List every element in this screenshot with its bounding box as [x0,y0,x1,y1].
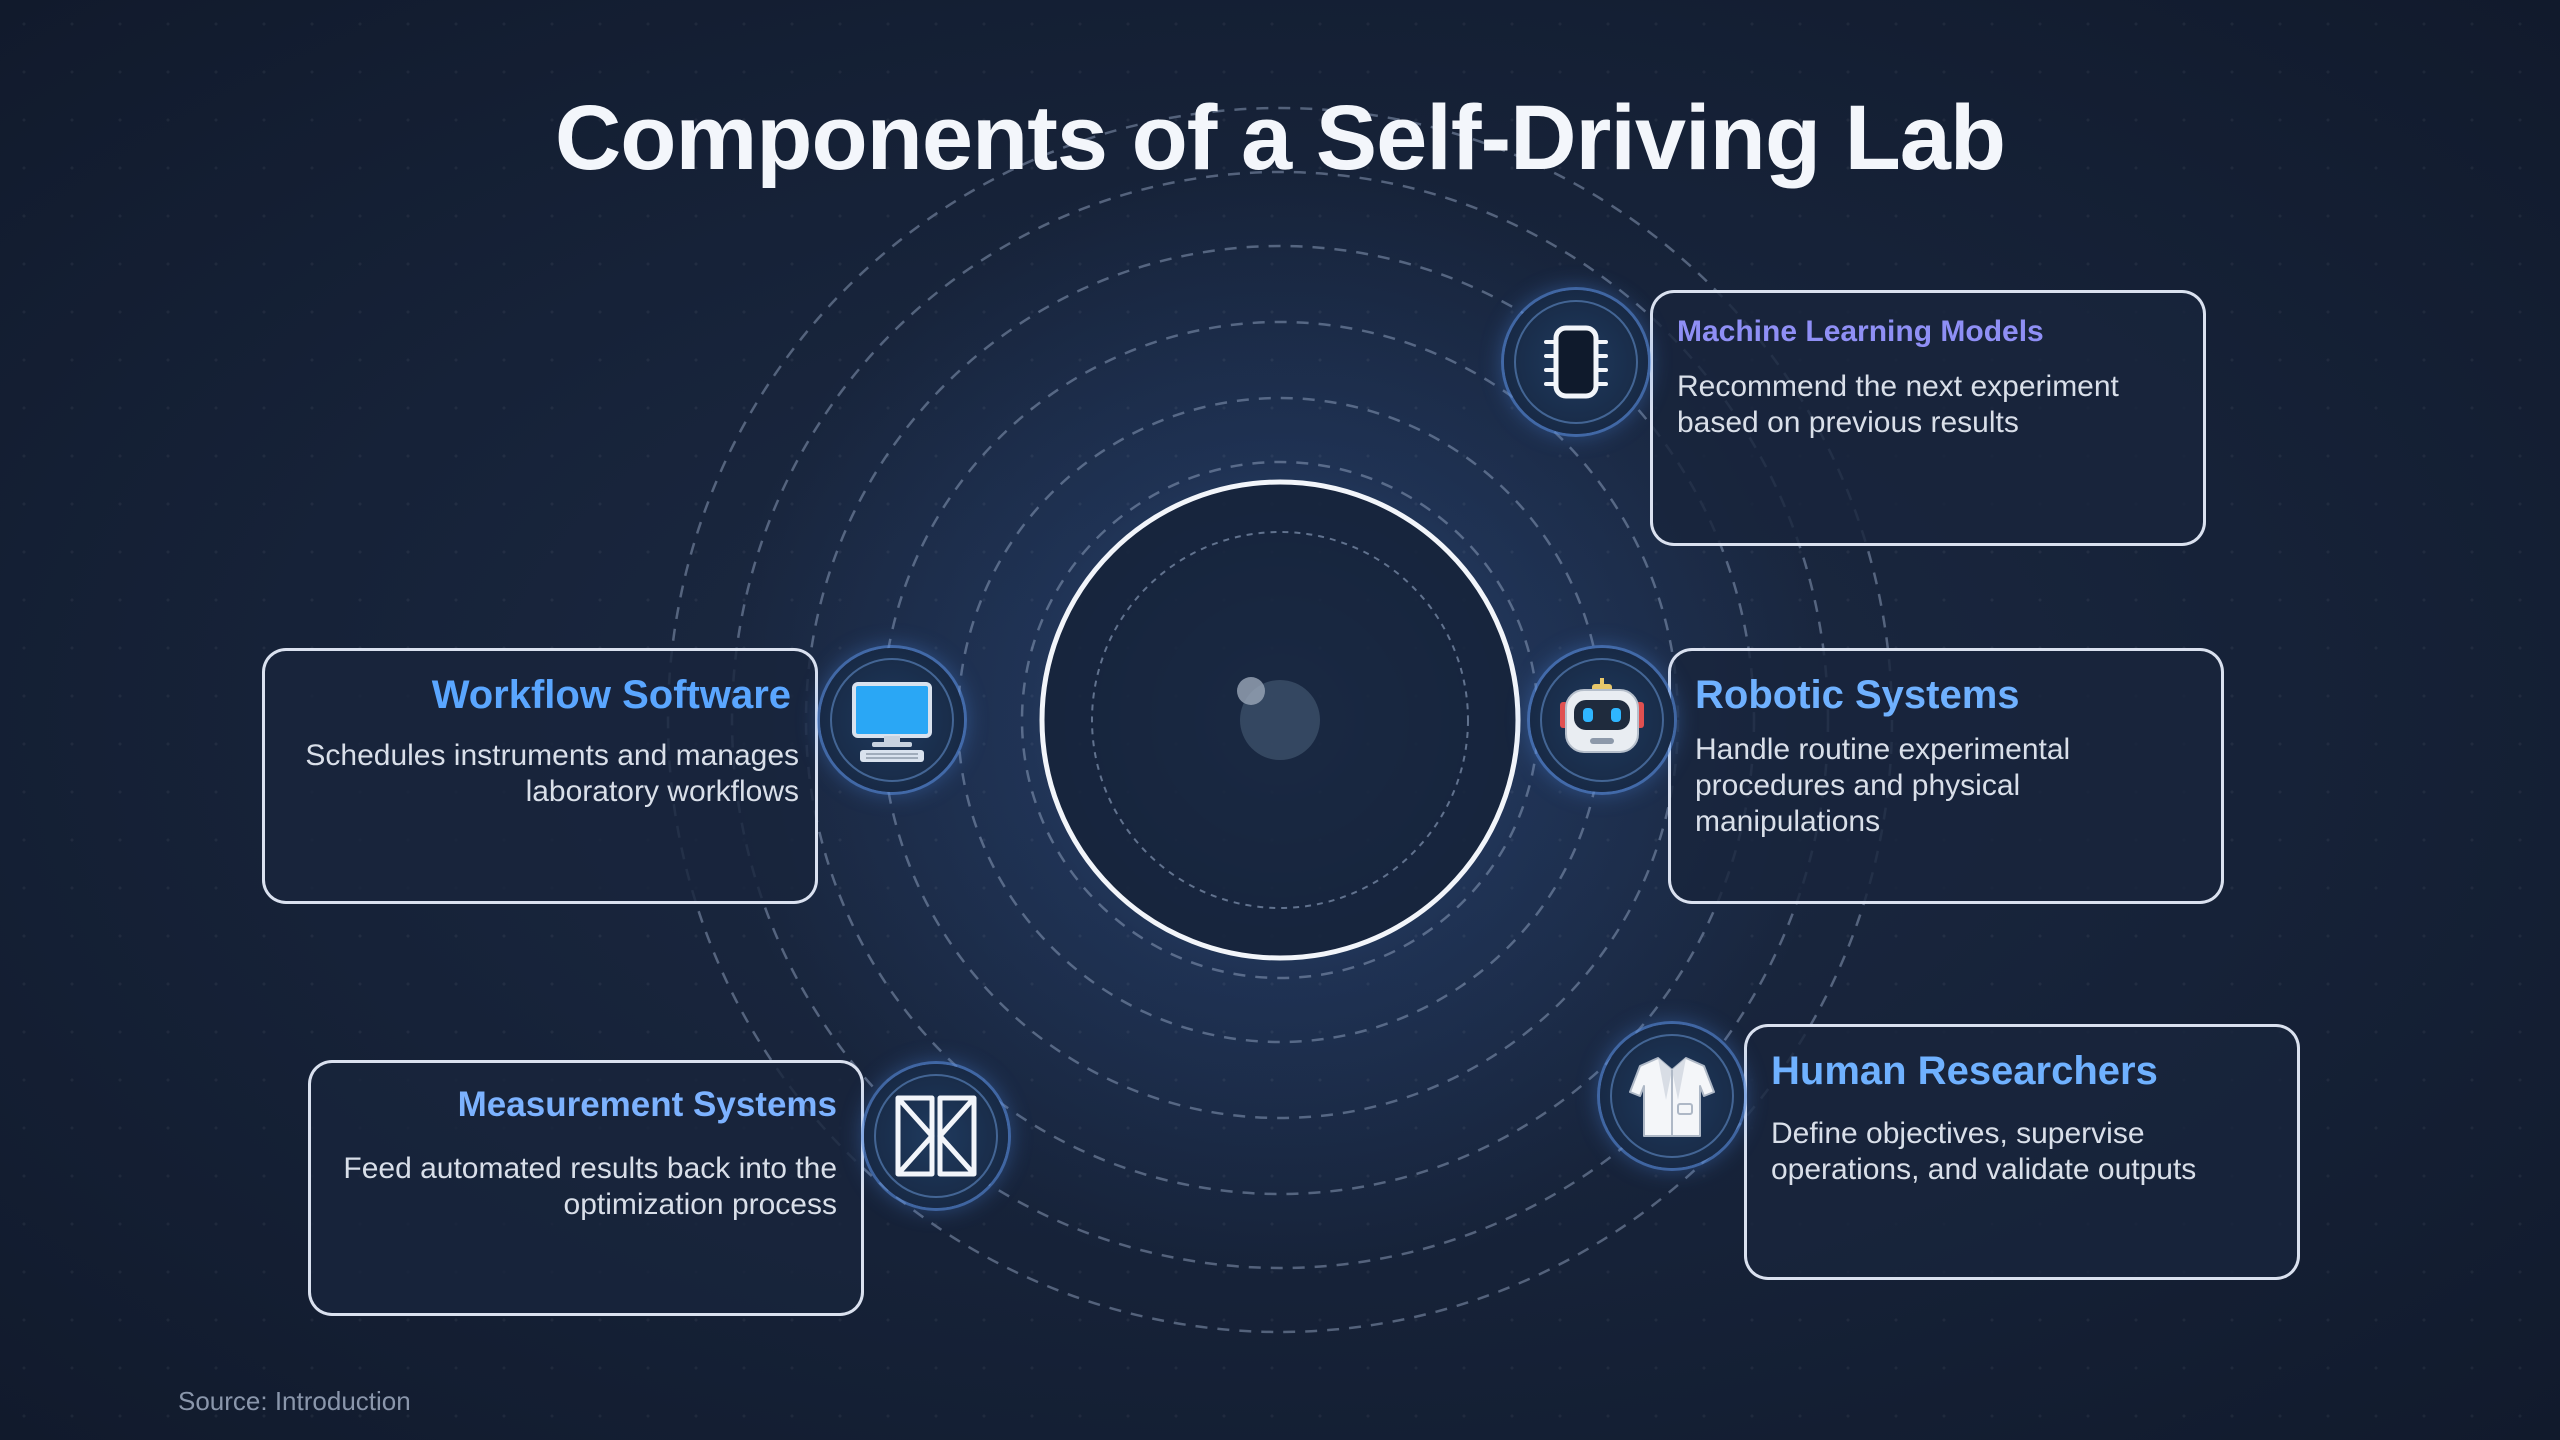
component-badge-robotic [1530,648,1674,792]
component-title: Workflow Software [431,673,791,717]
component-description: Recommend the next experiment based on p… [1677,370,2119,439]
component-badge-measurement [864,1064,1008,1208]
component-description: Schedules instruments and manages labora… [305,739,799,808]
lab-coat-icon [1629,1057,1715,1137]
chip-icon [1544,325,1608,399]
component-title: Human Researchers [1771,1049,2158,1093]
component-description: Handle routine experimental procedures a… [1695,733,2071,838]
robot-icon [1560,678,1644,753]
source-caption: Source: Introduction [178,1386,411,1416]
component-description: Feed automated results back into the opt… [343,1152,837,1221]
component-card-measurement: Measurement Systems Feed automated resul… [308,1060,864,1316]
measurement-icon [895,1095,977,1177]
component-card-workflow: Workflow Software Schedules instruments … [262,648,818,904]
component-badge-human [1600,1024,1744,1168]
component-title: Measurement Systems [457,1085,837,1124]
core-highlight [1237,677,1265,705]
component-card-ml: Machine Learning Models Recommend the ne… [1650,290,2206,546]
component-card-robotic: Robotic Systems Handle routine experimen… [1668,648,2224,904]
page-title: Components of a Self-Driving Lab [554,87,2006,189]
component-title: Machine Learning Models [1677,315,2044,348]
component-badge-ml [1504,290,1648,434]
component-description: Define objectives, supervise operations,… [1771,1117,2197,1186]
computer-icon [852,682,932,762]
component-title: Robotic Systems [1695,673,2020,717]
component-badge-workflow [820,648,964,792]
core-inner-dashed-ring [1091,531,1469,909]
component-card-human: Human Researchers Define objectives, sup… [1744,1024,2300,1280]
